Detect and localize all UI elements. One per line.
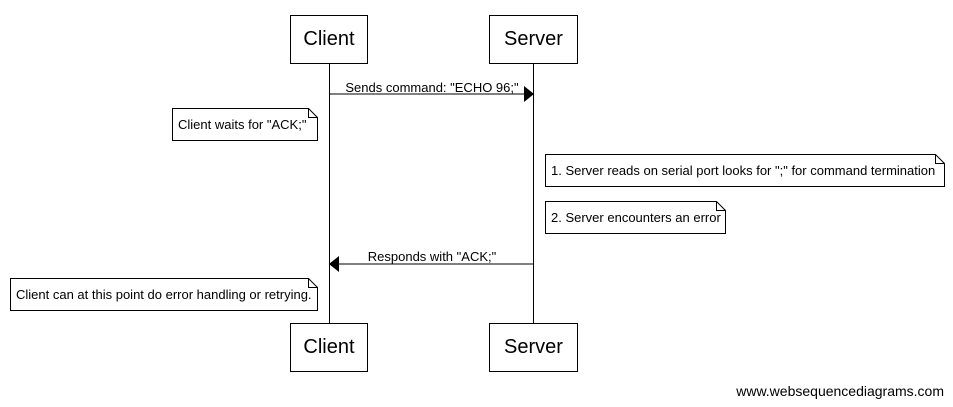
client-lifeline [329,64,330,324]
note-text: 2. Server encounters an error [551,210,721,225]
note-server-error: 2. Server encounters an error [545,201,726,234]
note-text: Client can at this point do error handli… [16,287,312,302]
server-actor-label: Server [504,336,563,358]
message-label-request: Sends command: "ECHO 96;" [345,80,519,95]
note-shape [172,108,318,141]
note-server-reads: 1. Server reads on serial port looks for… [545,154,945,187]
message-arrow-response [329,256,533,272]
client-actor-label: Client [303,28,355,50]
server-lifeline [533,64,534,324]
server-actor-label: Server [504,28,563,50]
server-actor-bottom: Server [489,323,578,372]
note-shape [545,154,945,187]
note-text: Client waits for "ACK;" [178,117,307,132]
server-actor-top: Server [489,15,578,64]
note-shape [545,201,726,234]
message-label-response: Responds with "ACK;" [367,249,497,264]
note-client-waits: Client waits for "ACK;" [172,108,318,141]
note-client-error-handling: Client can at this point do error handli… [10,278,318,311]
client-actor-top: Client [290,15,368,64]
message-arrow-request [329,86,534,102]
client-actor-bottom: Client [290,323,368,372]
note-text: 1. Server reads on serial port looks for… [551,163,936,178]
note-shape [10,278,318,311]
footer-watermark: www.websequencediagrams.com [736,383,944,399]
client-actor-label: Client [303,336,355,358]
